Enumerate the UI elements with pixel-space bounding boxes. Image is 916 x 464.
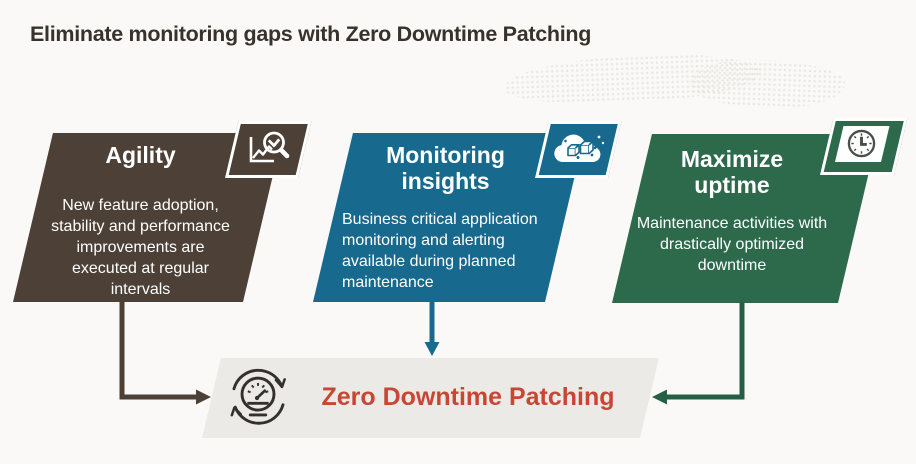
cloud-packages-icon <box>551 129 607 169</box>
arrow-agility-to-result <box>119 301 211 405</box>
panel-maximize-body: Maintenance activities with drastically … <box>636 215 828 274</box>
panel-monitoring-body: Business critical application monitoring… <box>342 211 538 291</box>
panel-agility-body: New feature adoption, stability and perf… <box>51 197 230 298</box>
background-texture <box>689 57 846 111</box>
clock-icon <box>846 128 877 159</box>
panel-monitoring-content: Monitoring insights Business critical ap… <box>328 142 563 293</box>
arrow-monitoring-to-result <box>424 301 440 356</box>
arrow-maximize-to-result <box>652 302 745 405</box>
gauge-refresh-icon <box>227 366 289 428</box>
panel-maximize-content: Maximize uptime Maintenance activities w… <box>622 146 842 276</box>
panel-agility-content: Agility New feature adoption, stability … <box>28 142 253 300</box>
panel-agility-title: Agility <box>105 142 176 168</box>
result-label: Zero Downtime Patching <box>321 383 615 411</box>
panel-maximize-title: Maximize uptime <box>680 146 784 198</box>
page-title: Eliminate monitoring gaps with Zero Down… <box>30 22 592 46</box>
panel-monitoring-title: Monitoring insights <box>386 142 505 194</box>
chart-magnifier-icon <box>244 128 292 172</box>
